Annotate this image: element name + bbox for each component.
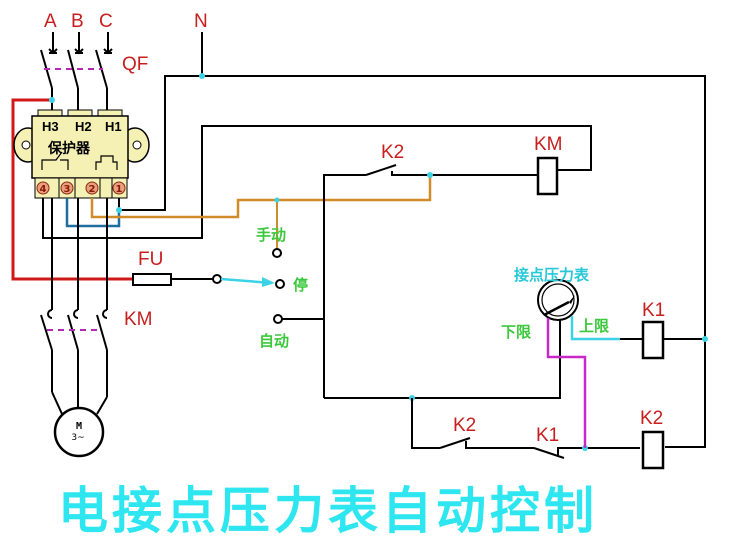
phase-b-label: B [71,11,84,32]
protector-device [13,109,150,199]
selector-common-terminal[interactable] [212,274,222,284]
breaker-label: QF [122,54,148,75]
diagram-title: 电接点压力表自动控制 [58,482,598,540]
motor [53,406,105,458]
neutral-bus-wire [118,75,706,448]
k2-coil [641,430,665,470]
upper-limit-wire [570,316,620,341]
k1-bottom-label: K1 [536,425,559,446]
terminal-2: 2 [89,184,96,195]
k2-coil-label: K2 [640,408,663,429]
junction-dot [199,73,205,79]
k1-coil [641,320,665,360]
junction-dot [274,197,280,203]
terminal-h3: H3 [42,119,59,134]
gauge-common-wire [324,310,561,399]
fuse [132,273,172,286]
phase-a-label: A [44,11,57,32]
junction-dot [49,97,55,103]
manual-label: 手动 [256,226,286,244]
terminal-h2: H2 [75,119,92,134]
k2-bottom-label: K2 [453,415,476,436]
orange-wire [90,175,432,219]
red-control-wire [11,98,170,281]
km-main-label: KM [124,309,153,330]
lower-limit-label: 下限 [501,323,531,341]
terminal-h1: H1 [105,119,122,134]
pressure-gauge [537,279,579,321]
k1-bottom-contact[interactable] [533,447,565,459]
gauge-label: 接点压力表 [514,266,590,284]
fuse-label: FU [138,249,163,270]
protector-label: 保护器 [47,140,91,157]
upper-limit-label: 上限 [579,317,609,335]
lower-limit-wire [546,318,587,448]
k2-top-contact[interactable] [365,164,397,176]
terminal-3: 3 [64,184,71,195]
gauge-needle [543,300,570,317]
junction-dot [702,336,708,342]
phase-c-label: C [99,11,113,32]
km-coil-label: KM [534,134,563,155]
motor-label: M [76,421,82,432]
stop-label: 停 [293,276,308,294]
km-coil [536,156,559,196]
motor-sublabel: 3~ [71,433,84,443]
control-left-rail [323,174,366,398]
neutral-label: N [194,11,208,32]
k2-top-label: K2 [381,142,404,163]
auto-label: 自动 [259,332,289,350]
terminal-1: 1 [116,184,123,195]
terminal-4: 4 [40,184,47,195]
selector-manual-terminal[interactable] [272,248,282,258]
junction-dot [116,207,122,213]
km-main-contacts [40,309,108,415]
km-return-wire [42,125,592,239]
selector-auto-terminal[interactable] [273,314,283,324]
k1-coil-label: K1 [642,300,665,321]
selector-arrow-icon [262,277,275,287]
junction-dot [427,172,433,178]
k2-bottom-contact[interactable] [439,437,471,449]
selector-stop-terminal[interactable] [275,279,285,289]
